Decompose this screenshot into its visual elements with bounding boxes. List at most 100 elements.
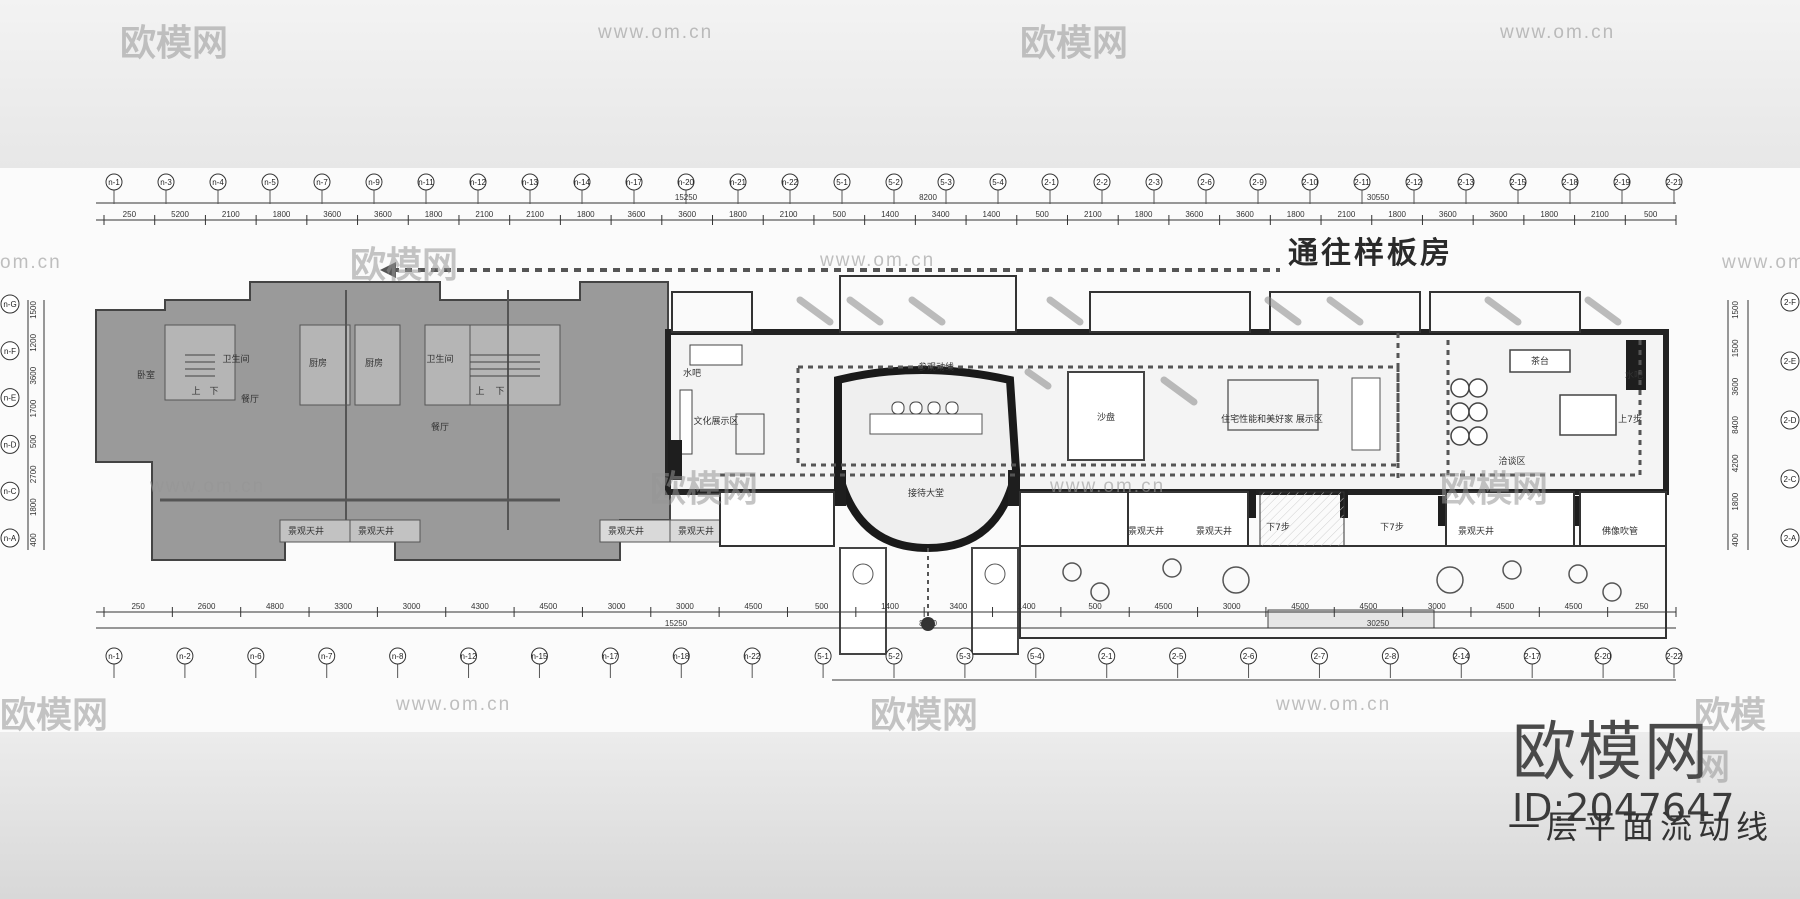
route-title: 通往样板房 — [1288, 236, 1453, 271]
top-axis-label: 2-11 — [1354, 178, 1370, 187]
bottom-axis-label: n-8 — [392, 652, 404, 661]
top-axis-bubble — [885, 173, 903, 191]
bottom-axis-bubble — [1240, 647, 1258, 665]
bottom-axis-bubble — [1523, 647, 1541, 665]
left-dim-label: 1200 — [29, 333, 38, 351]
left-axis-bubble — [0, 434, 20, 454]
left-dim-label: 1500 — [29, 301, 38, 319]
top-axis-bubble — [1197, 173, 1215, 191]
top-total-label: 30550 — [1367, 193, 1390, 202]
left-dim-label: 500 — [29, 434, 38, 448]
right-axis-bubble — [1780, 351, 1800, 371]
top-dim-label: 1800 — [577, 210, 595, 219]
watermark-brand: 欧模网 — [1020, 22, 1129, 63]
bottom-axis-bubble — [1310, 647, 1328, 665]
top-axis-bubble — [1145, 173, 1163, 191]
top-axis-bubble — [105, 173, 123, 191]
top-dim-label: 1400 — [881, 210, 899, 219]
room-label-dining: 餐厅 — [241, 393, 259, 405]
top-dim-label: 2100 — [222, 210, 240, 219]
right-dim-label: 1800 — [1731, 492, 1740, 510]
watermark-url: www.om.cn — [1500, 22, 1616, 43]
brand-id: ID:2047647 — [1512, 786, 1735, 830]
top-axis-bubble — [833, 173, 851, 191]
left-dim-label: 2700 — [29, 465, 38, 483]
bottom-axis-bubble — [1452, 647, 1470, 665]
top-axis-label: 2-3 — [1148, 178, 1160, 187]
left-axis-label: n-A — [4, 534, 17, 543]
bottom-dim-label: 4500 — [1496, 602, 1514, 611]
room-label-garden: 景观天井 — [678, 525, 714, 537]
left-axis-bubble — [0, 341, 20, 361]
room-label-kitchen: 厨房 — [309, 357, 327, 369]
top-axis-bubble — [365, 173, 383, 191]
top-axis-label: n-13 — [522, 178, 539, 187]
bottom-backdrop — [0, 732, 1800, 899]
top-axis-bubble — [1301, 173, 1319, 191]
bottom-axis-bubble — [1098, 647, 1116, 665]
bottom-dim-label: 1400 — [881, 602, 899, 611]
top-dim-label: 3600 — [1439, 210, 1457, 219]
top-axis-bubble — [313, 173, 331, 191]
top-dim-label: 500 — [833, 210, 847, 219]
room-label-step: 上7步 — [1618, 414, 1642, 425]
top-dim-label: 1800 — [1388, 210, 1406, 219]
top-axis-bubble — [781, 173, 799, 191]
top-axis-bubble — [1041, 173, 1059, 191]
bottom-dim-label: 2600 — [198, 602, 216, 611]
bottom-axis-bubble — [1665, 647, 1683, 665]
watermark-url: www.om.cn — [1050, 476, 1166, 497]
top-axis-label: 2-19 — [1614, 178, 1631, 187]
bottom-axis-bubble — [672, 647, 690, 665]
top-axis-label: 2-6 — [1200, 178, 1212, 187]
right-axis-label: 2-E — [1784, 357, 1796, 366]
top-axis-bubble — [573, 173, 591, 191]
bottom-axis-bubble — [601, 647, 619, 665]
bottom-axis-label: 2-17 — [1524, 652, 1541, 661]
watermark-brand: 欧模网 — [1440, 468, 1549, 509]
top-dim-label: 3600 — [678, 210, 696, 219]
brand-name: 欧模网 — [1512, 716, 1710, 790]
right-dim-label: 3600 — [1731, 377, 1740, 395]
top-axis-label: 5-2 — [888, 178, 900, 187]
room-label-garden: 景观天井 — [1458, 525, 1494, 537]
top-axis-bubble — [937, 173, 955, 191]
bottom-axis-label: n-1 — [108, 652, 120, 661]
right-dim-label: 400 — [1731, 533, 1740, 547]
watermark-brand: 欧模网 — [120, 22, 229, 63]
left-axis-bubble — [0, 294, 20, 314]
top-axis-bubble — [677, 173, 695, 191]
top-axis-bubble — [625, 173, 643, 191]
bottom-axis-bubble — [176, 647, 194, 665]
watermark-url: www.om.cn — [820, 250, 936, 271]
left-axis-bubble — [0, 481, 20, 501]
top-dim-label: 3600 — [374, 210, 392, 219]
top-axis-label: 5-1 — [836, 178, 848, 187]
watermark-brand: 欧模网 — [870, 694, 979, 735]
bottom-axis-label: 2-8 — [1385, 652, 1397, 661]
top-axis-label: n-22 — [782, 178, 799, 187]
top-dim-label: 1800 — [729, 210, 747, 219]
bottom-axis-bubble — [743, 647, 761, 665]
top-axis-label: n-5 — [264, 178, 276, 187]
top-axis-label: n-3 — [160, 178, 172, 187]
room-label-dining: 餐厅 — [431, 421, 449, 433]
room-label-sandtable: 沙盘 — [1097, 411, 1115, 423]
watermark-url: om.cn — [0, 252, 62, 273]
right-axis-bubble — [1780, 292, 1800, 312]
room-label-kitchen: 厨房 — [365, 357, 383, 369]
watermark-brand: 欧模网 — [650, 468, 759, 509]
bottom-axis-label: n-6 — [250, 652, 262, 661]
bottom-axis-bubble — [1169, 647, 1187, 665]
top-axis-label: 2-2 — [1096, 178, 1108, 187]
right-axis-label: 2-C — [1784, 475, 1797, 484]
bottom-axis-bubble — [318, 647, 336, 665]
bottom-axis-label: 2-14 — [1453, 652, 1470, 661]
dimension-lines — [27, 202, 1749, 681]
room-label-bar: 水吧 — [1625, 369, 1643, 381]
top-axis-bubble — [209, 173, 227, 191]
room-label-culture: 文化展示区 — [693, 415, 738, 427]
bottom-axis-bubble — [956, 647, 974, 665]
top-axis-label: 2-15 — [1510, 178, 1527, 187]
top-axis-label: 2-1 — [1044, 178, 1056, 187]
